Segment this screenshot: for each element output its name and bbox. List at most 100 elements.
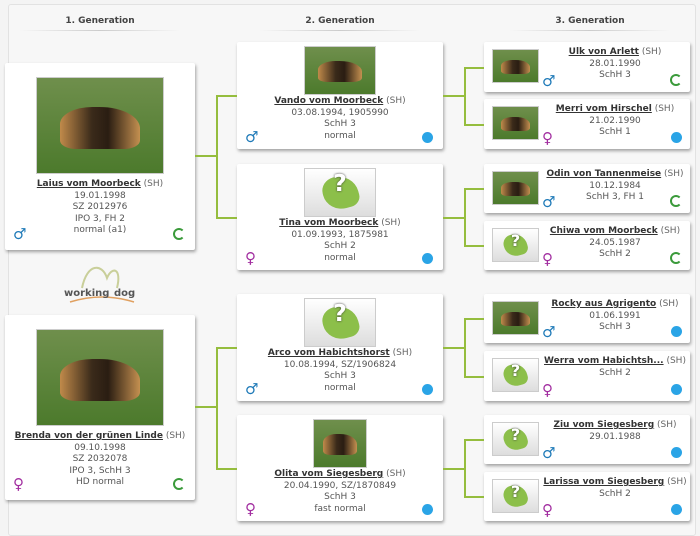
dog-name-link[interactable]: Werra vom Habichtsh... — [544, 356, 664, 366]
dog-name-line: Werra vom Habichtsh... (SH) — [540, 356, 690, 368]
dog-detail: SchH 2 — [599, 367, 631, 378]
dog-detail: SchH 3 — [599, 322, 631, 332]
dog-detail: SchH 2 — [599, 488, 631, 499]
connector-line — [463, 67, 466, 126]
dog-info: Olita vom Siegesberg (SH)20.04.1990, SZ/… — [237, 469, 443, 515]
placeholder-photo[interactable]: ? — [304, 298, 376, 347]
dog-name-link[interactable]: Ulk von Arlett — [568, 47, 639, 57]
svg-text:dog: dog — [114, 288, 135, 299]
question-mark-icon: ? — [510, 482, 521, 502]
dog-name-link[interactable]: Vando vom Moorbeck — [274, 96, 384, 106]
dog-info: Vando vom Moorbeck (SH)03.08.1994, 19059… — [237, 96, 443, 142]
dog-breed-tag: (SH) — [386, 469, 406, 479]
arrow-icon[interactable] — [670, 74, 682, 86]
dog-detail: SchH 3 — [324, 119, 356, 129]
dog-name-link[interactable]: Larissa vom Siegesberg — [543, 477, 665, 487]
female-icon: ♀ — [13, 475, 24, 493]
connector-line — [216, 217, 237, 219]
pedigree-card-gen3: ?Ziu vom Siegesberg (SH)29.01.1988♂ — [484, 415, 690, 464]
dog-name-line: Brenda von der grünen Linde (SH) — [5, 431, 195, 443]
dog-breed-tag: (SH) — [386, 96, 406, 106]
connector-line — [463, 439, 484, 441]
dog-photo[interactable] — [304, 46, 376, 95]
dog-name-link[interactable]: Olita vom Siegesberg — [274, 469, 384, 479]
arrow-icon[interactable] — [173, 228, 185, 240]
dog-detail: 10.12.1984 — [589, 180, 641, 191]
dog-name-line: Olita vom Siegesberg (SH) — [237, 469, 443, 481]
male-icon: ♂ — [13, 225, 27, 243]
info-icon[interactable] — [671, 447, 682, 458]
dog-name-link[interactable]: Laius vom Moorbeck — [36, 179, 141, 189]
placeholder-photo[interactable]: ? — [304, 168, 376, 217]
info-icon[interactable] — [422, 384, 433, 395]
arrow-icon[interactable] — [670, 252, 682, 264]
placeholder-photo[interactable]: ? — [492, 422, 539, 456]
connector-line — [216, 347, 218, 470]
info-icon[interactable] — [671, 504, 682, 515]
female-icon: ♀ — [245, 500, 256, 518]
connector-line — [216, 468, 237, 470]
dog-photo[interactable] — [36, 77, 164, 174]
dog-photo[interactable] — [492, 106, 539, 140]
connector-line — [463, 188, 484, 190]
placeholder-photo[interactable]: ? — [492, 358, 539, 392]
arrow-icon[interactable] — [670, 195, 682, 207]
dog-name-link[interactable]: Chiwa vom Moorbeck — [549, 226, 658, 236]
placeholder-photo[interactable]: ? — [492, 228, 539, 262]
pedigree-card-gen1: Brenda von der grünen Linde (SH)09.10.19… — [5, 315, 195, 500]
dog-detail: SZ 2012976 — [72, 202, 128, 212]
connector-line — [463, 67, 484, 69]
connector-line — [463, 318, 484, 320]
info-icon[interactable] — [422, 253, 433, 264]
arrow-icon[interactable] — [173, 478, 185, 490]
dog-photo[interactable] — [36, 329, 164, 426]
dog-photo[interactable] — [492, 301, 539, 335]
dog-photo[interactable] — [492, 171, 539, 205]
dog-detail: normal — [324, 382, 356, 393]
dog-name-line: Tina vom Moorbeck (SH) — [237, 218, 443, 230]
info-icon[interactable] — [671, 326, 682, 337]
dog-detail: 03.08.1994, 1905990 — [291, 107, 389, 118]
dog-photo[interactable] — [313, 419, 367, 468]
dog-name-link[interactable]: Arco vom Habichtshorst — [267, 348, 390, 358]
info-icon[interactable] — [422, 132, 433, 143]
dog-detail: 29.01.1988 — [589, 431, 641, 442]
placeholder-photo[interactable]: ? — [492, 479, 539, 513]
info-icon[interactable] — [422, 504, 433, 515]
female-icon: ♀ — [542, 381, 553, 399]
info-icon[interactable] — [671, 132, 682, 143]
dog-breed-tag: (SH) — [641, 47, 662, 57]
dog-name-line: Laius vom Moorbeck (SH) — [5, 179, 195, 191]
dog-breed-tag: (SH) — [660, 226, 681, 236]
dog-name-link[interactable]: Rocky aus Agrigento — [551, 299, 657, 309]
dog-photo[interactable] — [492, 49, 539, 83]
dog-silhouette — [501, 311, 530, 326]
dog-detail: SchH 2 — [324, 241, 356, 251]
dog-name-link[interactable]: Brenda von der grünen Linde — [14, 431, 163, 441]
dog-name-link[interactable]: Ziu vom Siegesberg — [553, 420, 655, 430]
dog-breed-tag: (SH) — [666, 356, 686, 366]
dog-info: Tina vom Moorbeck (SH)01.09.1993, 187598… — [237, 218, 443, 264]
dog-name-link[interactable]: Tina vom Moorbeck — [279, 218, 379, 228]
pedigree-card-gen2: ?Arco vom Habichtshorst (SH)10.08.1994, … — [237, 294, 443, 401]
dog-detail: 21.02.1990 — [589, 115, 641, 126]
dog-breed-tag: (SH) — [381, 218, 401, 228]
dog-name-link[interactable]: Odin von Tannenmeise — [546, 169, 662, 179]
info-icon[interactable] — [671, 384, 682, 395]
dog-name-link[interactable]: Merri vom Hirschel — [555, 104, 652, 114]
dog-name-line: Odin von Tannenmeise (SH) — [540, 169, 690, 181]
connector-line — [463, 245, 484, 247]
dog-silhouette — [501, 181, 530, 196]
male-icon: ♂ — [245, 380, 259, 398]
dog-detail: 10.08.1994, SZ/1906824 — [283, 359, 397, 370]
dog-detail: fast normal — [314, 503, 366, 514]
dog-detail: SchH 3 — [599, 70, 631, 80]
male-icon: ♂ — [542, 323, 556, 341]
dog-name-line: Rocky aus Agrigento (SH) — [540, 299, 690, 311]
dog-breed-tag: (SH) — [165, 431, 186, 441]
